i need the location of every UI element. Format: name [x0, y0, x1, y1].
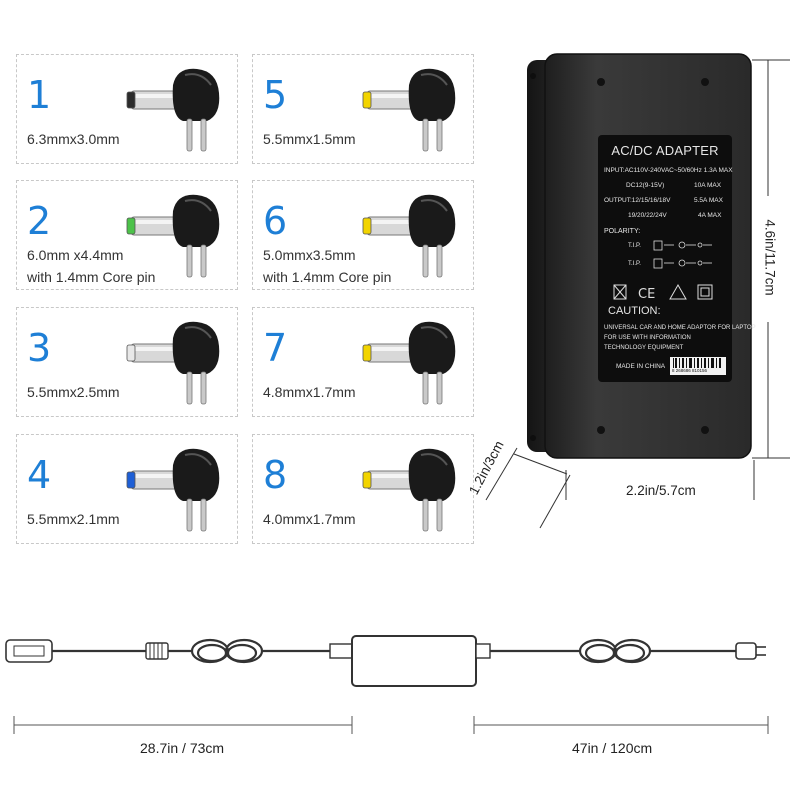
tip-size-label: 4.0mmx1.7mm: [263, 511, 356, 527]
adapter-caution-text-2: FOR USE WITH INFORMATION: [604, 335, 691, 341]
connector-tip-4: 6 5.0mmx3.5mm with 1.4mm Core pin: [252, 180, 474, 290]
adapter-dc12-spec: DC12(9-15V): [626, 182, 665, 189]
tip-size-label: 5.5mmx1.5mm: [263, 131, 356, 147]
cable-assembly: [5, 635, 766, 687]
certification-marks-icon: CE: [613, 283, 713, 302]
ac-cable-length-label: 47in / 120cm: [572, 740, 653, 756]
connector-plug-icon: [126, 194, 220, 278]
tip-size-label: 5.5mmx2.1mm: [27, 511, 120, 527]
connector-plug-icon: [362, 321, 456, 405]
barcode-sticker: 8 268686 810156: [670, 357, 726, 375]
connector-plug-icon: [126, 68, 220, 152]
connector-plug-icon: [362, 68, 456, 152]
tip-number: 6: [263, 199, 288, 243]
tip-size-label: 6.0mm x4.4mm: [27, 247, 124, 263]
connector-tip-8: 8 4.0mmx1.7mm: [252, 434, 474, 544]
connector-tip-3: 2 6.0mm x4.4mm with 1.4mm Core pin: [16, 180, 238, 290]
adapter-brick-outline: [329, 635, 491, 687]
adapter-dc12-current: 10A MAX: [694, 182, 722, 189]
connector-tip-7: 4 5.5mmx2.1mm: [16, 434, 238, 544]
ferrite-core: [145, 642, 169, 660]
adapter-made-in: MADE IN CHINA: [616, 363, 666, 370]
tip-size-label: 5.5mmx2.5mm: [27, 384, 120, 400]
adapter-caution-text-1: UNIVERSAL CAR AND HOME ADAPTOR FOR LAPTO…: [604, 325, 756, 331]
polarity-diagram-icon: [653, 240, 712, 269]
barcode-number: 8 268686 810156: [672, 368, 708, 373]
barcode-icon: [673, 358, 721, 368]
tip-number: 8: [263, 453, 288, 497]
connector-tip-1: 1 6.3mmx3.0mm: [16, 54, 238, 164]
dc-plug-connector: [5, 639, 53, 663]
width-dimension-label: 2.2in/5.7cm: [626, 483, 696, 498]
adapter-output2-spec: 19/20/22/24V: [628, 212, 667, 219]
adapter-caution-text-3: TECHNOLOGY EQUIPMENT: [604, 345, 684, 351]
tip-number: 3: [27, 326, 52, 370]
tip-number: 2: [27, 199, 52, 243]
ac-wall-plug: [735, 642, 766, 660]
adapter-output2-current: 4A MAX: [698, 212, 722, 219]
tip-number: 5: [263, 73, 288, 117]
connector-plug-icon: [126, 448, 220, 532]
tip-core-pin-label: with 1.4mm Core pin: [263, 269, 392, 285]
adapter-label-panel: AC/DC ADAPTER INPUT:AC110V-240VAC~50/60H…: [598, 135, 756, 382]
connector-tip-2: 5 5.5mmx1.5mm: [252, 54, 474, 164]
connector-tip-6: 7 4.8mmx1.7mm: [252, 307, 474, 417]
tip-number: 4: [27, 453, 52, 497]
adapter-caution-heading: CAUTION:: [608, 305, 661, 317]
tip-size-label: 4.8mmx1.7mm: [263, 384, 356, 400]
polarity-tip-label-2: T.I.P.: [628, 261, 641, 267]
adapter-polarity-label: POLARITY:: [604, 228, 641, 235]
svg-text:CE: CE: [638, 287, 655, 302]
tip-number: 7: [263, 326, 288, 370]
tip-size-label: 5.0mmx3.5mm: [263, 247, 356, 263]
dc-cable-length-label: 28.7in / 73cm: [140, 740, 225, 756]
polarity-tip-label: T.I.P.: [628, 243, 641, 249]
tip-number: 1: [27, 73, 52, 117]
connector-tip-5: 3 5.5mmx2.5mm: [16, 307, 238, 417]
tip-core-pin-label: with 1.4mm Core pin: [27, 269, 156, 285]
ac-cable-coil: [578, 638, 652, 664]
connector-plug-icon: [126, 321, 220, 405]
height-dimension-label: 4.6in/11.7cm: [762, 219, 778, 296]
adapter-output-current: 5.5A MAX: [694, 197, 723, 204]
dc-cable-coil: [190, 638, 264, 664]
adapter-output-spec: OUTPUT:12/15/16/18V: [604, 197, 671, 204]
connector-plug-icon: [362, 194, 456, 278]
connector-plug-icon: [362, 448, 456, 532]
adapter-label-title: AC/DC ADAPTER: [611, 143, 719, 158]
cable-length-markers: [13, 716, 769, 734]
tip-size-label: 6.3mmx3.0mm: [27, 131, 120, 147]
adapter-input-spec: INPUT:AC110V-240VAC~50/60Hz 1.3A MAX: [604, 167, 733, 174]
